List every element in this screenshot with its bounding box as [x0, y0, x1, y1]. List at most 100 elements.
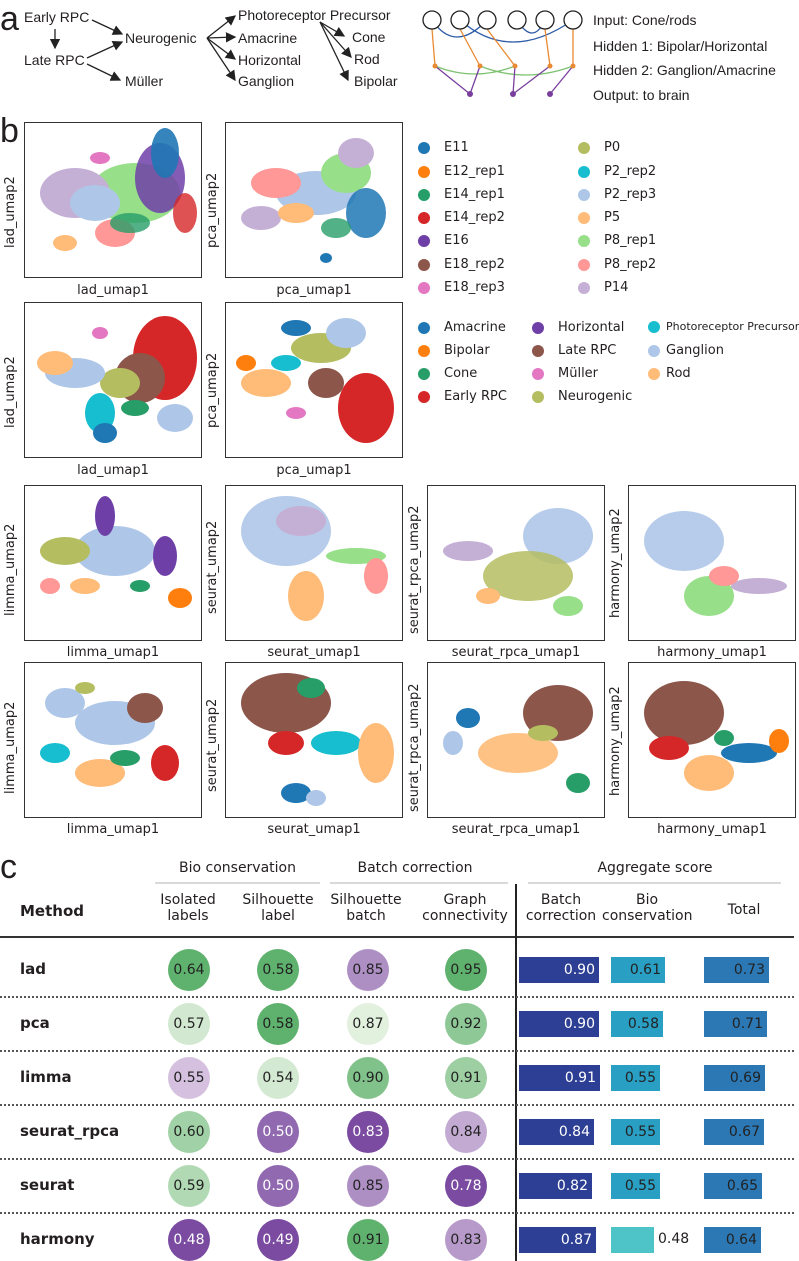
legend-item: P8_rep1 — [578, 233, 656, 248]
legend-swatch — [578, 258, 590, 271]
legend-label: Rod — [666, 366, 691, 381]
legend-swatch — [418, 321, 430, 334]
legend-swatch — [578, 211, 590, 224]
score-circle: 0.57 — [168, 1003, 210, 1045]
legend-swatch — [418, 141, 430, 154]
network-hidden2: Hidden 2: Ganglion/Amacrine — [593, 62, 776, 78]
legend-label: E14_rep1 — [444, 187, 505, 202]
method-name: limma — [20, 1068, 72, 1086]
row-separator — [0, 996, 794, 998]
legend-label: P0 — [604, 140, 621, 155]
legend-swatch — [418, 281, 430, 294]
legend-swatch — [532, 390, 544, 403]
legend-label: Early RPC — [444, 389, 507, 404]
score-bar: 0.90 — [519, 957, 599, 983]
score-circle: 0.84 — [445, 1111, 487, 1153]
network-hidden1: Hidden 1: Bipolar/Horizontal — [593, 38, 768, 54]
umap-lad-batch — [24, 122, 202, 278]
legend-item: Early RPC — [418, 389, 507, 404]
legend-item: Photoreceptor Precursor — [648, 320, 799, 333]
legend-label: P8_rep2 — [604, 257, 657, 272]
umap-rpca-batch-blobs — [443, 508, 593, 616]
umap-limma-batch — [24, 485, 202, 641]
method-name: seurat — [20, 1176, 75, 1194]
legend-item: E14_rep1 — [418, 187, 505, 202]
legend-item: Cone — [418, 366, 477, 381]
y-label: seurat_umap2 — [205, 698, 220, 792]
umap-limma-celltype-blobs — [40, 682, 179, 787]
group-underline — [528, 882, 781, 884]
umap-seurat-celltype — [225, 662, 403, 818]
table-header-rule — [0, 936, 794, 938]
row-separator — [0, 1104, 794, 1106]
legend-swatch — [418, 234, 430, 247]
score-bar: 0.61 — [611, 957, 665, 983]
score-circle: 0.91 — [347, 1219, 389, 1261]
legend-label: Neurogenic — [558, 389, 633, 404]
x-label: pca_umap1 — [276, 283, 352, 298]
legend-item: P8_rep2 — [578, 257, 656, 272]
legend-label: E14_rep2 — [444, 210, 505, 225]
method-name: pca — [20, 1014, 50, 1032]
x-label: limma_umap1 — [66, 645, 160, 660]
row-separator — [0, 1158, 794, 1160]
legend-item: E11 — [418, 140, 469, 155]
legend-item: P0 — [578, 140, 620, 155]
panel-a-letter: a — [0, 0, 19, 38]
table-vertical-divider — [515, 884, 517, 1261]
score-bar: 0.90 — [519, 1011, 599, 1037]
umap-seurat-batch — [225, 485, 403, 641]
row-separator — [0, 1212, 794, 1214]
legend-item: Müller — [532, 366, 598, 381]
umap-pca-batch-blobs — [241, 138, 386, 263]
panel-b-letter: b — [0, 112, 19, 150]
score-circle: 0.55 — [168, 1057, 210, 1099]
x-label: harmony_umap1 — [657, 645, 767, 660]
score-bar: 0.87 — [519, 1227, 596, 1253]
score-bar: 0.73 — [704, 957, 769, 983]
legend-item: Ganglion — [648, 343, 724, 358]
score-bar: 0.91 — [519, 1065, 600, 1091]
legend-swatch — [418, 165, 430, 178]
umap-harmony-celltype — [628, 662, 796, 818]
legend-item: Rod — [648, 366, 691, 381]
umap-harmony-batch-blobs — [644, 511, 787, 616]
lineage-muller: Müller — [125, 73, 164, 89]
umap-pca-batch — [225, 122, 403, 278]
legend-label: E18_rep3 — [444, 280, 505, 295]
lineage-neurogenic: Neurogenic — [125, 30, 197, 46]
legend-swatch — [418, 390, 430, 403]
legend-item: E18_rep2 — [418, 257, 505, 272]
score-bar-label: 0.48 — [658, 1231, 690, 1247]
lineage-ganglion: Ganglion — [238, 73, 295, 89]
legend-item: P2_rep3 — [578, 187, 656, 202]
group-bio-conservation: Bio conservation — [179, 860, 296, 876]
x-label: seurat_rpca_umap1 — [451, 822, 581, 837]
score-circle: 0.78 — [445, 1165, 487, 1207]
legend-swatch — [578, 188, 590, 201]
legend-item: P5 — [578, 210, 620, 225]
legend-swatch — [648, 320, 660, 333]
score-circle: 0.50 — [257, 1165, 299, 1207]
group-underline — [155, 882, 320, 884]
x-label: seurat_umap1 — [267, 822, 361, 837]
legend-label: P5 — [604, 210, 621, 225]
legend-item: E14_rep2 — [418, 210, 505, 225]
legend-label: Amacrine — [444, 320, 506, 335]
network-input: Input: Cone/rods — [593, 12, 697, 28]
legend-swatch — [418, 258, 430, 271]
score-bar: 0.55 — [611, 1065, 660, 1091]
umap-lad-celltype-blobs — [37, 316, 197, 443]
umap-limma-celltype — [24, 662, 202, 818]
score-bar: 0.71 — [704, 1011, 767, 1037]
legend-label: Photoreceptor Precursor — [666, 320, 799, 333]
method-name: seurat_rpca — [20, 1122, 120, 1140]
score-circle: 0.83 — [347, 1111, 389, 1153]
legend-label: E11 — [444, 140, 469, 155]
x-label: seurat_rpca_umap1 — [451, 645, 581, 660]
legend-label: Horizontal — [558, 320, 625, 335]
y-label: harmony_umap2 — [608, 686, 623, 796]
legend-swatch — [418, 211, 430, 224]
